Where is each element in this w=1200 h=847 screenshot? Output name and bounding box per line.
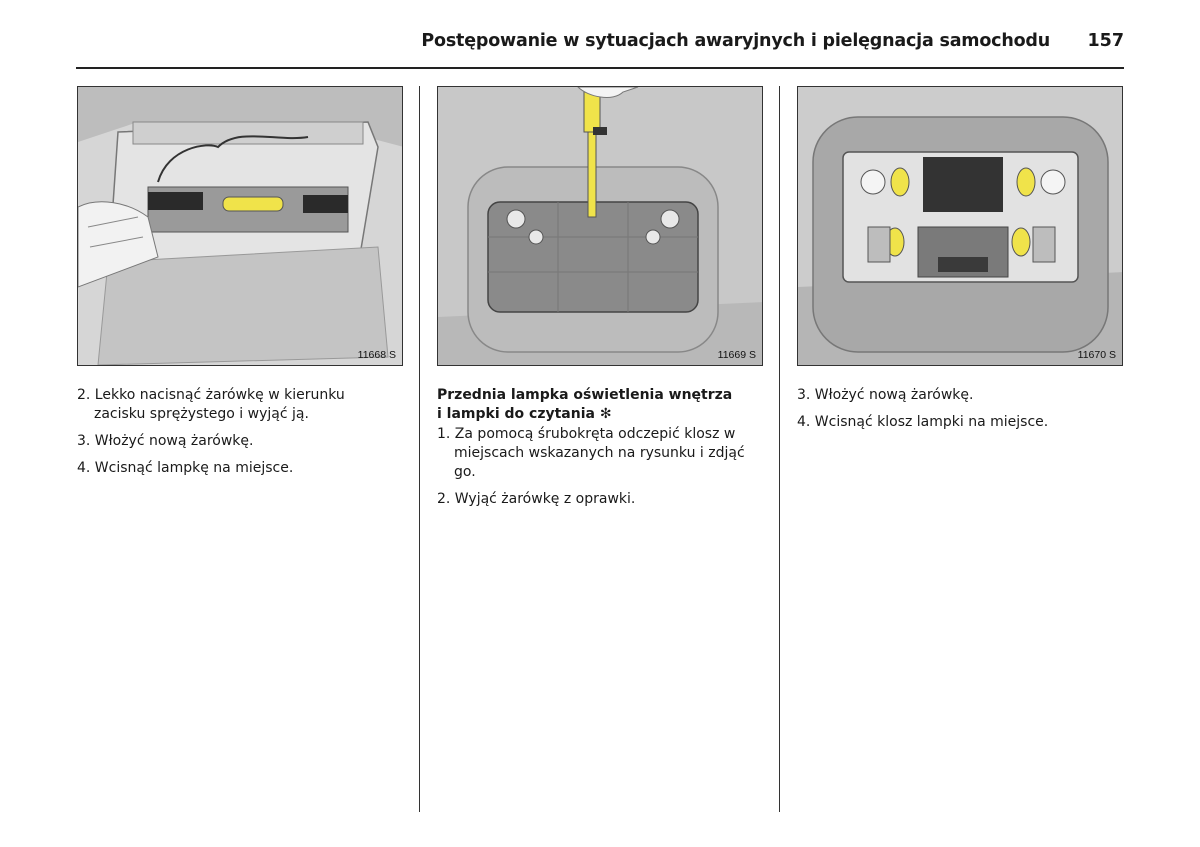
- instruction-step: 2. Lekko nacisnąć żarówkę w kierunku zac…: [77, 387, 345, 422]
- page-header: Postępowanie w sytuacjach awaryjnych i p…: [76, 31, 1124, 57]
- page-number: 157: [1087, 31, 1124, 51]
- instruction-step: 3. Włożyć nową żarówkę.: [797, 387, 974, 403]
- instruction-step: 2. Wyjąć żarówkę z oprawki.: [437, 491, 636, 507]
- figure-front-lamp: 11669 S: [437, 86, 763, 366]
- column-1-text: 2. Lekko nacisnąć żarówkę w kierunku zac…: [77, 386, 397, 486]
- column-2-text: Przednia lampka oświetlenia wnętrza i la…: [437, 386, 757, 517]
- column-3-text: 3. Włożyć nową żarówkę. 4. Wcisnąć klosz…: [797, 386, 1117, 440]
- lamp-bulbs-illustration: [798, 87, 1122, 365]
- column-divider: [779, 86, 780, 812]
- figure-visor-lamp: 11668 S: [77, 86, 403, 366]
- figure-code: 11670 S: [1077, 349, 1116, 361]
- page-title: Postępowanie w sytuacjach awaryjnych i p…: [421, 31, 1050, 51]
- instruction-step: 4. Wcisnąć lampkę na miejsce.: [77, 460, 294, 476]
- section-heading: i lampki do czytania ✻: [437, 406, 612, 422]
- instruction-step: 4. Wcisnąć klosz lampki na miejsce.: [797, 414, 1049, 430]
- front-lamp-illustration: [438, 87, 762, 365]
- column-divider: [419, 86, 420, 812]
- figure-code: 11668 S: [357, 349, 396, 361]
- figure-lamp-bulbs: 11670 S: [797, 86, 1123, 366]
- header-rule: [76, 67, 1124, 69]
- figure-code: 11669 S: [717, 349, 756, 361]
- instruction-step: 1. Za pomocą śrubokręta odczepić klosz w…: [437, 426, 745, 480]
- section-heading: Przednia lampka oświetlenia wnętrza: [437, 387, 733, 403]
- instruction-step: 3. Włożyć nową żarówkę.: [77, 433, 254, 449]
- visor-lamp-illustration: [78, 87, 402, 365]
